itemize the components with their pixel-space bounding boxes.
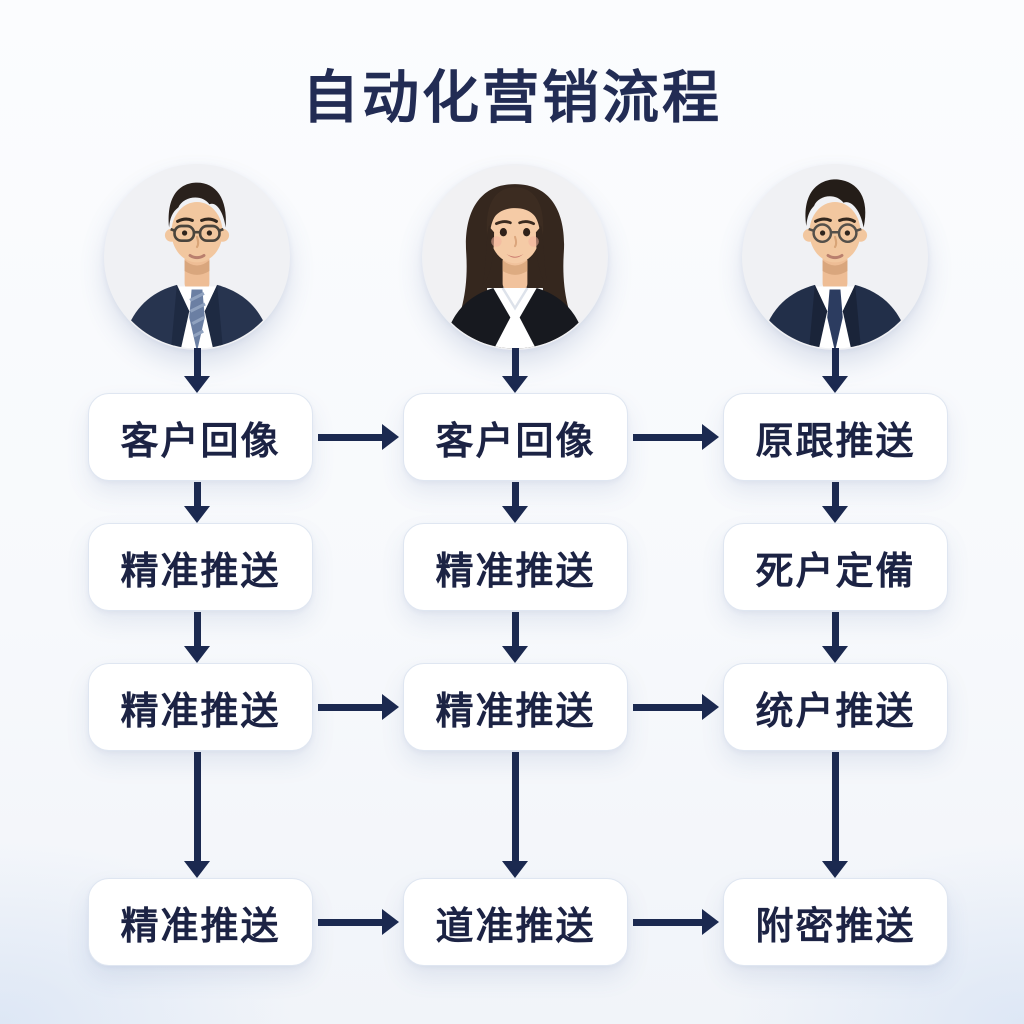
arrow-down-icon	[820, 482, 850, 523]
flow-node: 死户定備	[723, 523, 948, 611]
avatar	[422, 164, 608, 350]
arrow-down-icon	[820, 348, 850, 393]
avatar	[742, 164, 928, 350]
arrow-right-icon	[318, 907, 399, 937]
arrow-right-icon	[633, 422, 719, 452]
arrow-down-icon	[500, 348, 530, 393]
female-avatar-icon	[423, 165, 607, 349]
flow-node: 原跟推送	[723, 393, 948, 481]
flow-node: 精准推送	[88, 523, 313, 611]
flow-node: 客户回像	[88, 393, 313, 481]
arrow-down-icon	[182, 752, 212, 878]
arrow-down-icon	[500, 612, 530, 663]
flow-node: 精准推送	[88, 878, 313, 966]
arrow-right-icon	[633, 692, 719, 722]
arrow-down-icon	[182, 348, 212, 393]
arrow-down-icon	[820, 752, 850, 878]
arrow-down-icon	[182, 612, 212, 663]
arrow-right-icon	[633, 907, 719, 937]
male-avatar-glasses-icon	[743, 165, 927, 349]
arrow-down-icon	[182, 482, 212, 523]
flow-node: 附密推送	[723, 878, 948, 966]
arrow-right-icon	[318, 692, 399, 722]
flow-node: 精准推送	[403, 663, 628, 751]
male-avatar-glasses-icon	[105, 165, 289, 349]
flow-node: 道准推送	[403, 878, 628, 966]
arrow-down-icon	[500, 752, 530, 878]
flow-node: 精准推送	[88, 663, 313, 751]
arrow-down-icon	[500, 482, 530, 523]
arrow-down-icon	[820, 612, 850, 663]
page-title: 自动化营销流程	[302, 66, 722, 130]
flow-node: 精准推送	[403, 523, 628, 611]
flow-node: 客户回像	[403, 393, 628, 481]
flow-node: 统户推送	[723, 663, 948, 751]
arrow-right-icon	[318, 422, 399, 452]
avatar	[104, 164, 290, 350]
